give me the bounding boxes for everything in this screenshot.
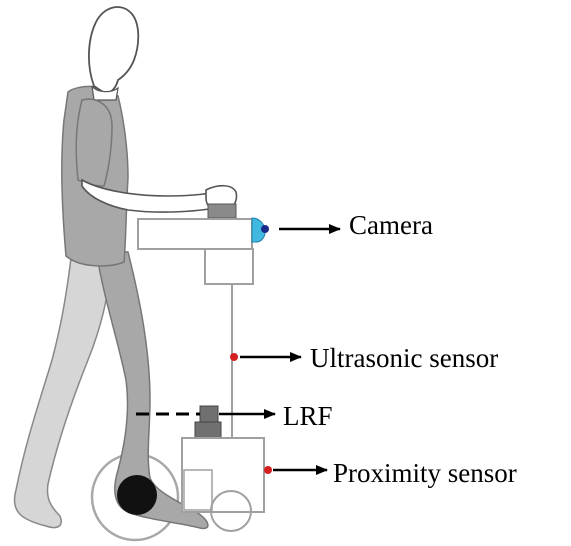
proximity-sensor-label: Proximity sensor xyxy=(333,458,517,488)
base-inner-box xyxy=(183,469,213,511)
lrf-label: LRF xyxy=(283,401,333,431)
wheel-icon xyxy=(117,475,157,515)
ultrasonic-sensor-dot xyxy=(230,353,238,361)
upper-arm xyxy=(75,98,113,187)
rear-leg xyxy=(13,248,111,529)
handle-grip xyxy=(207,203,237,219)
handlebar-box xyxy=(137,218,253,250)
proximity-sensor-dot xyxy=(264,466,272,474)
neck xyxy=(91,85,119,101)
controller-box xyxy=(204,248,254,285)
camera-icon xyxy=(251,217,269,243)
laser-range-finder-icon xyxy=(194,405,222,439)
head xyxy=(88,6,140,95)
camera-label: Camera xyxy=(349,210,433,240)
ultrasonic-sensor-label: Ultrasonic sensor xyxy=(310,343,499,373)
front-wheel-icon xyxy=(210,490,252,532)
front-leg xyxy=(95,249,209,530)
